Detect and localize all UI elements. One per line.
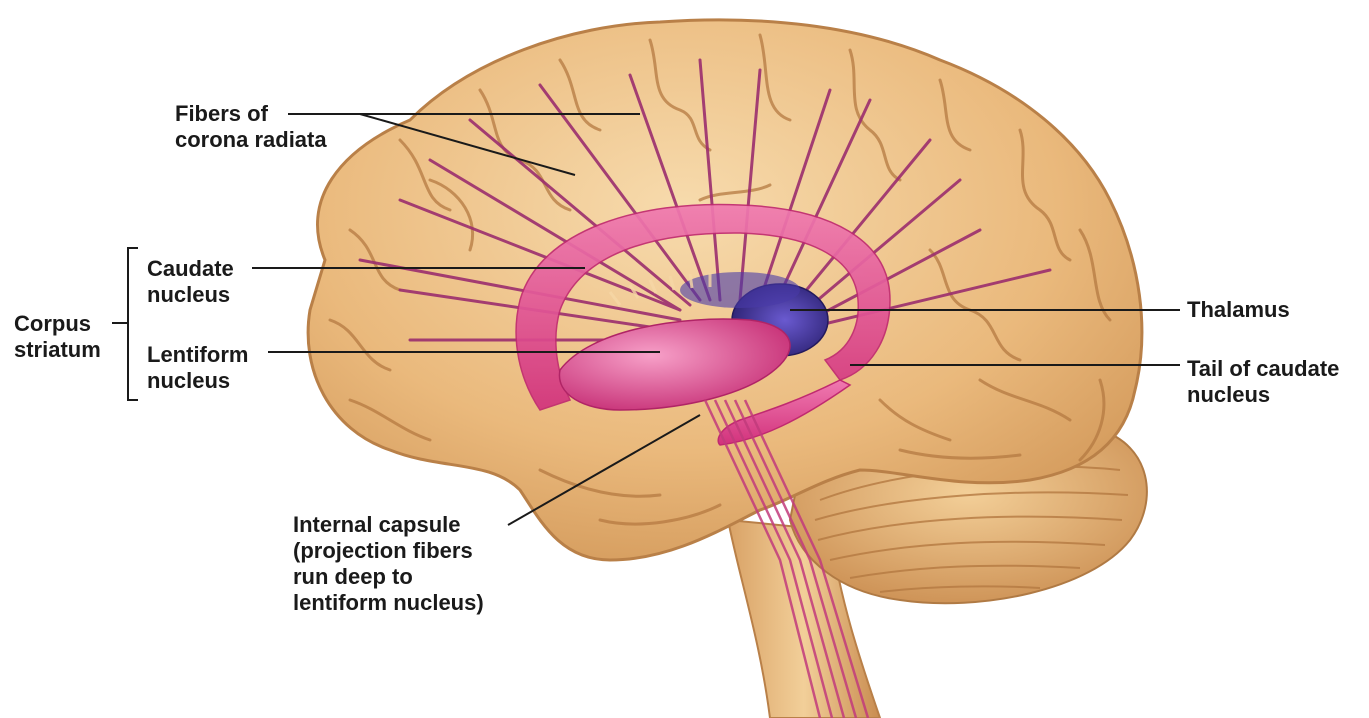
leader-fibers-2 xyxy=(360,114,575,175)
label-lentiform-nucleus: Lentiform nucleus xyxy=(147,342,248,394)
leader-internal-capsule xyxy=(508,415,700,525)
label-internal-capsule: Internal capsule (projection fibers run … xyxy=(293,512,484,616)
label-tail-of-caudate-nucleus: Tail of caudate nucleus xyxy=(1187,356,1339,408)
label-caudate-nucleus: Caudate nucleus xyxy=(147,256,234,308)
label-thalamus: Thalamus xyxy=(1187,297,1290,323)
label-fibers-corona-radiata: Fibers of corona radiata xyxy=(175,101,327,153)
label-corpus-striatum: Corpus striatum xyxy=(14,311,101,363)
corpus-striatum-bracket xyxy=(112,248,138,400)
